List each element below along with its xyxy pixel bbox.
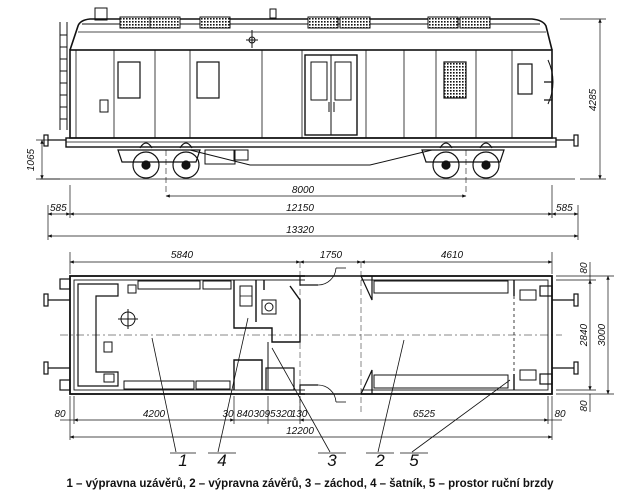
side-window — [117, 61, 141, 99]
legend-caption: 1 – výpravna uzávěrů, 2 – výpravna závěr… — [66, 478, 554, 490]
dim-length-over-buffers: 13320 — [286, 225, 314, 236]
door-lamp — [246, 30, 258, 48]
roof-ventilator — [459, 16, 491, 29]
roof-vent-stack — [269, 8, 277, 19]
dim-wall-top: 80 — [579, 262, 590, 274]
door-window — [310, 61, 328, 101]
dim-w5: 320 — [276, 409, 293, 420]
handbrake-wheel — [519, 289, 537, 301]
dim-right-section: 4610 — [441, 250, 464, 261]
side-elevation — [40, 7, 579, 195]
wardrobe-cabinet — [265, 367, 295, 391]
dim-w6: 130 — [291, 409, 308, 420]
handbrake-wheel — [519, 369, 537, 381]
dim-w4: 95 — [264, 409, 276, 420]
callout-2: 2 — [374, 451, 385, 470]
partition-wardrobe — [233, 359, 263, 390]
label-plate — [99, 99, 109, 113]
end-window — [517, 63, 533, 95]
dim-w3: 30 — [253, 409, 265, 420]
seat-top — [202, 280, 232, 290]
callout-5: 5 — [409, 451, 419, 470]
brake-cylinder — [204, 149, 236, 165]
dim-total-height: 4285 — [588, 88, 599, 111]
dim-overhang-left: 585 — [50, 203, 67, 214]
roof-ventilator — [427, 16, 459, 29]
seat-bottom — [123, 380, 195, 390]
side-window — [196, 61, 220, 99]
floor-plan — [43, 262, 579, 412]
callout-1: 1 — [178, 451, 187, 470]
roof-ventilator — [339, 16, 371, 29]
roof-ventilator — [119, 16, 151, 29]
roof-ventilator — [149, 16, 181, 29]
desk-left — [77, 283, 119, 387]
grille-window — [443, 61, 467, 99]
dim-room-1: 4200 — [143, 409, 166, 420]
dim-floor-height: 1065 — [26, 148, 37, 171]
small-box — [127, 284, 137, 294]
plan-buffers — [43, 278, 579, 391]
dim-overhang-right: 585 — [556, 203, 573, 214]
stool-icon — [118, 309, 138, 329]
dim-room-2: 6525 — [413, 409, 436, 420]
callout-leaders — [151, 317, 511, 454]
body-panel-lines — [75, 50, 513, 138]
bogie-left — [117, 142, 201, 179]
buffers — [43, 134, 579, 147]
roof-ventilator — [199, 16, 231, 29]
shelf-right-top — [373, 280, 509, 294]
dim-wheelbase: 8000 — [292, 185, 315, 196]
truss-rod — [189, 149, 433, 166]
roof-vent-left — [94, 7, 108, 21]
dim-door-opening: 1750 — [320, 250, 343, 261]
dim-outer-width: 3000 — [597, 323, 608, 346]
small-box — [103, 373, 115, 383]
toilet-bowl — [261, 299, 277, 315]
callout-3: 3 — [327, 451, 337, 470]
dim-end-wall-left: 80 — [54, 409, 66, 420]
dim-body-length: 12150 — [286, 203, 314, 214]
dim-wall-bottom: 80 — [579, 400, 590, 412]
plan-dimensions — [60, 252, 614, 440]
roof-ventilator — [307, 16, 339, 29]
bogie-right — [421, 142, 505, 179]
battery-box — [233, 149, 249, 161]
seat-top — [137, 280, 201, 290]
underframe — [65, 137, 557, 148]
door-window — [334, 61, 352, 101]
dim-w1: 30 — [222, 409, 234, 420]
dim-end-wall-right: 80 — [554, 409, 566, 420]
dim-w2: 840 — [237, 409, 254, 420]
end-ladder — [59, 22, 68, 130]
dim-inner-width: 2840 — [579, 323, 590, 347]
dim-left-section: 5840 — [171, 250, 194, 261]
small-box — [103, 341, 113, 353]
callout-4: 4 — [217, 451, 226, 470]
seat-bottom — [195, 380, 231, 390]
side-dimensions — [36, 18, 606, 240]
dim-overall: 12200 — [286, 426, 314, 437]
